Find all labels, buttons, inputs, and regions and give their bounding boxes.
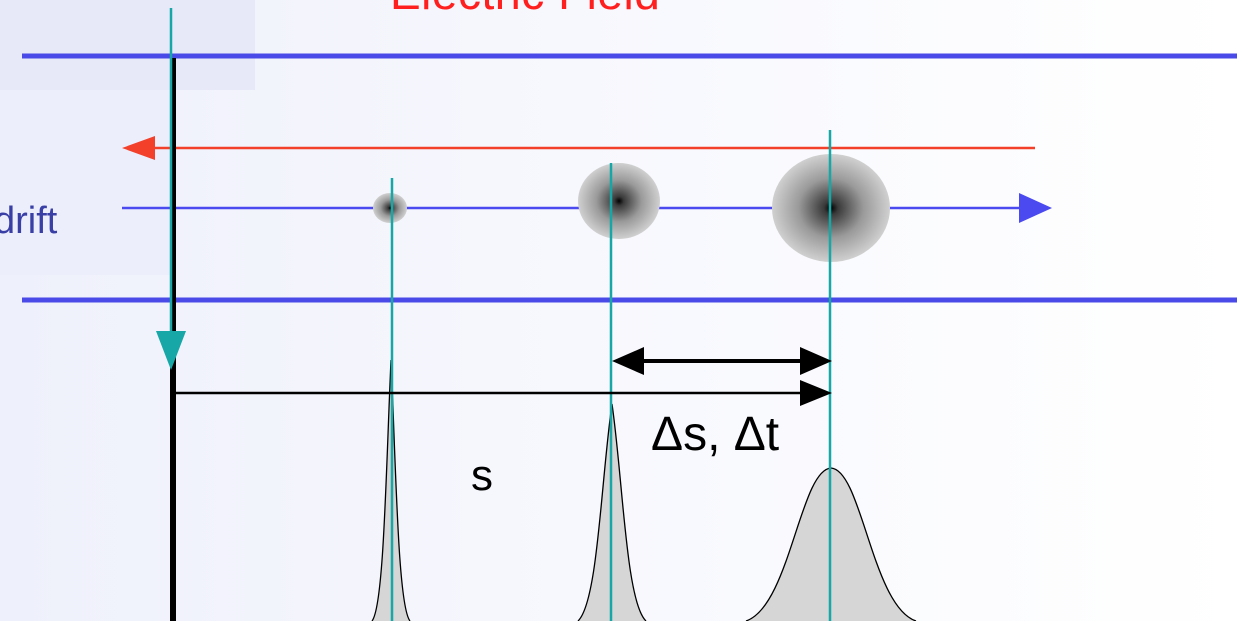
band-1 [373, 193, 407, 223]
triangle-down-icon [156, 331, 186, 370]
distance-label: s [471, 451, 493, 500]
delta-double-arrow [612, 347, 832, 375]
delta-label: Δs, Δt [651, 408, 780, 461]
distance-arrow [176, 380, 832, 406]
arrow-left-icon [122, 136, 1035, 160]
title-background-panel [0, 0, 255, 90]
side-background-panel [0, 90, 170, 275]
diagram-title: Electric Field [390, 0, 660, 20]
drift-label: drift [0, 200, 58, 242]
band-2 [578, 163, 660, 239]
